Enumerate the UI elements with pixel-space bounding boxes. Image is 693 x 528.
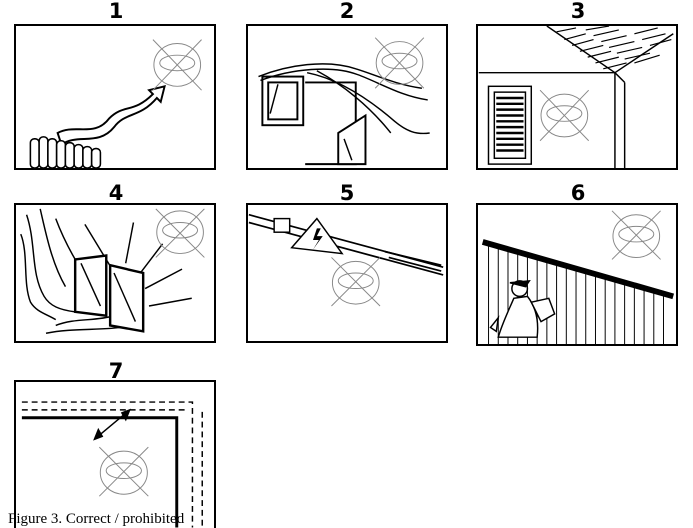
outdoor-wall-icon [481,210,675,344]
panel-number-6: 6 [570,181,586,205]
panel-3-ventilation [476,24,678,170]
panel-5-electrical [246,203,448,343]
window-draft-icon [258,37,430,166]
panel-2-window-draft [246,24,448,170]
ventilation-grille-icon [478,26,674,168]
electrical-hazard-icon [248,213,444,307]
panel-1-heat-source [14,24,216,170]
panel-number-7: 7 [108,359,124,383]
figure-caption: Figure 3. Correct / prohibited [8,511,185,527]
radiator-heat-icon [29,39,202,168]
panel-number-4: 4 [108,181,124,205]
panel-6-outdoor [476,203,678,346]
panel-number-5: 5 [339,181,355,205]
panel-number-1: 1 [108,0,124,23]
wall-clearance-icon [21,401,203,528]
panel-number-3: 3 [570,0,586,23]
panel-4-sunlight [14,203,216,343]
panel-number-2: 2 [339,0,355,23]
sunlight-window-icon [20,208,205,334]
panel-7-clearance [14,380,216,528]
